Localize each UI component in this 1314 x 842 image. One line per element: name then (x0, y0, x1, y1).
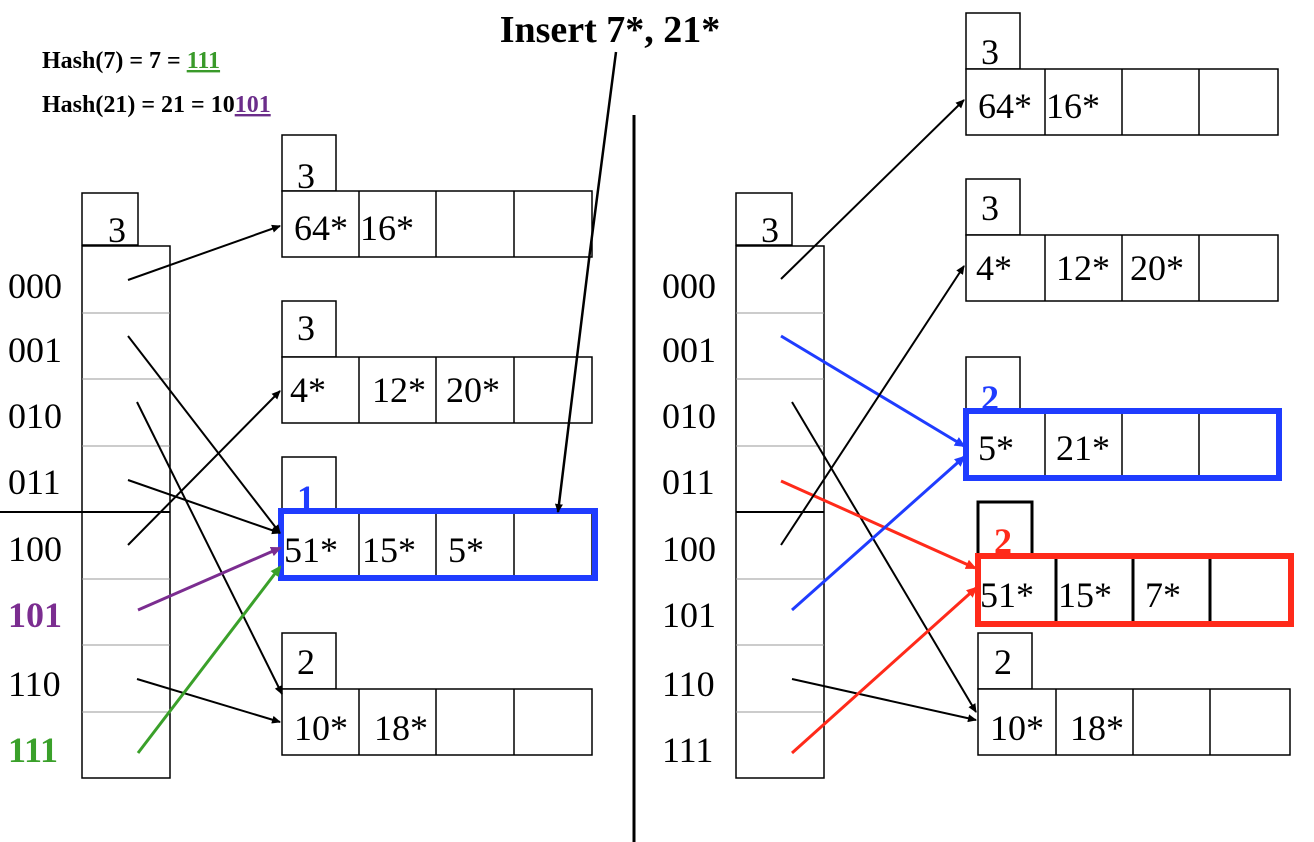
right-directory-slots (736, 312, 824, 713)
bucket-entry: 10* (294, 708, 348, 748)
bucket-depth: 3 (297, 156, 315, 196)
bucket-depth-box (281, 300, 337, 358)
pointer-011 (127, 479, 281, 535)
left-dir-label: 100 (8, 529, 62, 569)
bucket-depth-box (281, 632, 337, 690)
bucket-highlight-blue (963, 408, 1282, 481)
bucket-entry: 21* (1056, 428, 1110, 468)
right-dir-label: 110 (662, 664, 715, 704)
bucket-entry: 51* (284, 530, 338, 570)
pointer-010 (136, 401, 283, 695)
insert-arrow (554, 51, 618, 513)
right-global-depth-box (735, 192, 793, 246)
right-dir-label: 111 (662, 730, 713, 770)
left-dir-label: 110 (8, 664, 61, 704)
bucket (281, 688, 593, 756)
hash-line-7: Hash(7) = 7 = 111 (42, 48, 220, 74)
hash-line-21: Hash(21) = 21 = 10101 (42, 92, 271, 118)
pointer-001 (780, 334, 966, 448)
bucket-entry: 4* (976, 248, 1012, 288)
hash-line-21-bits: 101 (235, 92, 271, 118)
hash-line-7-bits: 111 (187, 48, 220, 74)
right-dir-label: 100 (662, 529, 716, 569)
pointer-110 (791, 678, 977, 723)
hash-line-7-prefix: Hash(7) = 7 = (42, 48, 187, 74)
pointer-100 (127, 390, 281, 546)
pointer-110 (136, 678, 281, 724)
pointer-111 (790, 586, 978, 755)
bucket-depth-box (976, 500, 1034, 560)
diagram-title: Insert 7*, 21* (500, 9, 721, 51)
bucket-depth-box (965, 178, 1021, 236)
right-dir-label: 001 (662, 330, 716, 370)
bucket-depth: 3 (981, 32, 999, 72)
bucket-depth: 3 (981, 188, 999, 228)
right-dir-label: 000 (662, 266, 716, 306)
bucket-depth-box (281, 134, 337, 192)
bucket (965, 68, 1279, 136)
pointer-001 (127, 335, 281, 534)
left-global-depth: 3 (108, 210, 126, 250)
bucket-entry: 18* (374, 708, 428, 748)
bucket-entry: 10* (990, 708, 1044, 748)
bucket-entry: 4* (290, 370, 326, 410)
left-panel: 3 000 001 010 011 100 101 110 111 3 (0, 51, 618, 779)
bucket-entry: 16* (1046, 86, 1100, 126)
bucket-entry: 15* (1058, 575, 1112, 615)
bucket-entry: 51* (980, 575, 1034, 615)
bucket-depth-box (965, 12, 1021, 70)
bucket-depth-box (281, 456, 337, 514)
left-dir-label-highlight: 101 (8, 595, 62, 635)
bucket (281, 356, 593, 424)
left-dir-label-highlight: 111 (8, 730, 58, 770)
left-dir-label: 010 (8, 396, 62, 436)
pointer-000 (127, 224, 281, 281)
left-dir-label: 001 (8, 330, 62, 370)
pointer-100 (780, 265, 965, 546)
bucket-entry: 12* (1056, 248, 1110, 288)
left-global-depth-box (81, 192, 139, 246)
right-global-depth: 3 (761, 210, 779, 250)
bucket-entry: 64* (294, 208, 348, 248)
right-dir-label: 010 (662, 396, 716, 436)
right-panel: 3 000 001 010 011 100 101 110 111 3 64* (662, 12, 1294, 779)
bucket (965, 234, 1279, 302)
bucket (977, 688, 1291, 756)
bucket-depth-highlight: 2 (994, 521, 1012, 561)
bucket-entry: 20* (446, 370, 500, 410)
bucket-entry: 64* (978, 86, 1032, 126)
bucket-entry: 5* (448, 530, 484, 570)
bucket-depth-box (965, 356, 1021, 414)
pointer-010 (791, 401, 977, 713)
bucket-entry: 7* (1145, 575, 1181, 615)
bucket-highlight-blue (278, 508, 598, 581)
bucket-entry: 12* (372, 370, 426, 410)
bucket-depth: 2 (297, 642, 315, 682)
bucket (281, 190, 593, 258)
right-dir-label: 011 (662, 462, 715, 502)
left-dir-label: 000 (8, 266, 62, 306)
bucket-entry: 20* (1130, 248, 1184, 288)
bucket-entry: 18* (1070, 708, 1124, 748)
bucket-entry: 5* (978, 428, 1014, 468)
pointer-111 (136, 565, 282, 754)
pointer-000 (780, 99, 965, 280)
hash-line-21-prefix: Hash(21) = 21 = 10 (42, 92, 235, 118)
left-directory-slots (0, 312, 170, 713)
pointer-101 (791, 455, 966, 612)
bucket-entry: 15* (362, 530, 416, 570)
bucket-depth: 3 (297, 308, 315, 348)
bucket-depth: 2 (994, 642, 1012, 682)
bucket-highlight-red (975, 553, 1294, 627)
bucket-entry: 16* (360, 208, 414, 248)
pointer-101 (137, 546, 282, 612)
right-dir-label: 101 (662, 595, 716, 635)
left-dir-label: 011 (8, 462, 61, 502)
